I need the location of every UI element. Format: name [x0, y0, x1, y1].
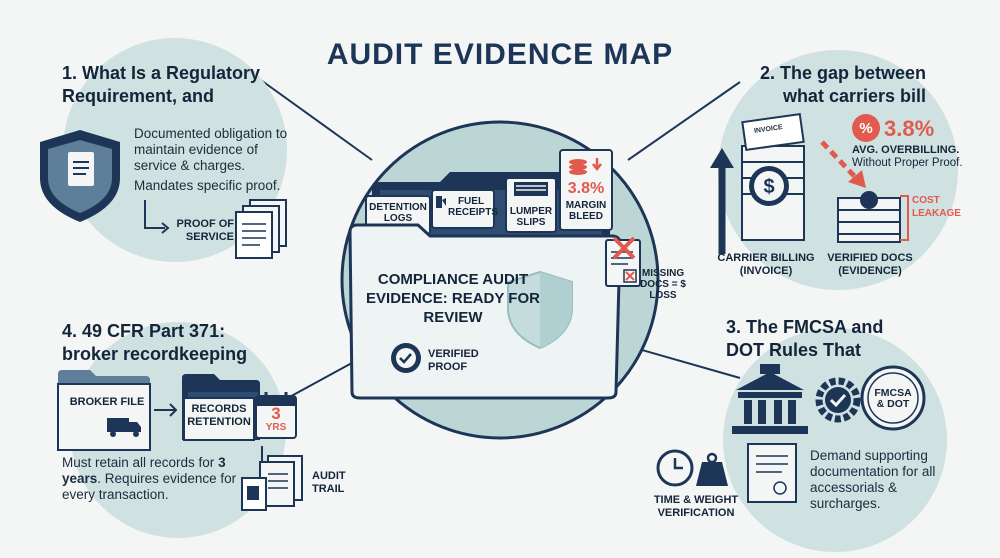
carrier-billing-label: CARRIER BILLING (INVOICE)	[717, 252, 815, 277]
section1-description: Documented obligation to maintain eviden…	[134, 126, 288, 173]
time-weight-label: TIME & WEIGHT VERIFICATION	[653, 494, 739, 519]
stopwatch-icon	[656, 449, 694, 487]
fmcsa-seal-icon	[860, 365, 926, 431]
tab-fuel-receipts: FUEL RECEIPTS	[448, 196, 499, 218]
records-folder-icon	[182, 374, 260, 441]
retention-years-unit: YRS	[265, 422, 287, 433]
section1-note: Mandates specific proof.	[134, 178, 281, 193]
overbilling-label: AVG. OVERBILLING.	[852, 144, 960, 156]
section4-description: Must retain all records for 3 years. Req…	[62, 455, 240, 503]
government-building-icon	[732, 364, 808, 434]
margin-bleed-value: 3.8%	[567, 180, 605, 197]
section4-heading-line2: broker recordkeeping	[62, 344, 248, 364]
broker-folder-icon	[57, 370, 151, 451]
check-gear-icon	[815, 377, 861, 423]
scroll-document-icon	[747, 443, 797, 503]
section3-heading: 3. The FMCSA and DOT Rules That	[726, 316, 936, 362]
section2-heading-line2: what carriers bill	[782, 86, 926, 106]
invoice-stack-icon	[741, 112, 805, 241]
folder-title: COMPLIANCE AUDIT EVIDENCE: READY FOR REV…	[366, 271, 540, 326]
section2-heading-line1: 2. The gap between	[759, 63, 926, 83]
section4-desc-bold: 3 years	[62, 455, 226, 486]
verified-docs-label: VERIFIED DOCS (EVIDENCE)	[827, 252, 913, 277]
cost-leakage-label: COST LEAKAGE	[912, 195, 961, 219]
fmcsa-badge-label: FMCSA & DOT	[874, 387, 912, 410]
tab-detention-logs: DETENTION LOGS	[369, 202, 427, 224]
overbilling-note: Without Proper Proof.	[852, 157, 963, 169]
audit-trail-label: AUDIT TRAIL	[312, 470, 346, 495]
section4-heading: 4. 49 CFR Part 371: broker recordkeeping	[62, 320, 292, 366]
overbilling-value: 3.8%	[884, 116, 935, 141]
percent-badge-icon	[852, 114, 880, 142]
section4-desc-start: Must retain all records for	[62, 455, 215, 470]
section4-desc-end: . Requires evidence for every transactio…	[62, 471, 237, 502]
broker-file-label: BROKER FILE	[69, 396, 145, 408]
shield-document-icon	[40, 130, 120, 222]
missing-docs-label: MISSING DOCS = $ LOSS	[640, 268, 686, 301]
weight-icon	[696, 452, 728, 486]
dollar-sign-icon: $	[763, 176, 774, 198]
proof-arrow	[144, 200, 165, 229]
dashed-arrow-head	[848, 170, 866, 188]
section3-heading-line1: 3. The FMCSA and	[726, 317, 884, 337]
section1-heading: 1. What Is a Regulatory Requirement, and	[62, 62, 274, 108]
verified-docs-stack-icon	[837, 191, 909, 243]
percent-icon: %	[859, 120, 872, 137]
section4-heading-line1: 4. 49 CFR Part 371:	[62, 321, 226, 341]
records-retention-label: RECORDS RETENTION	[187, 403, 251, 428]
section3-heading-line2: DOT Rules That	[726, 340, 862, 360]
flow-arrow	[154, 403, 178, 417]
proof-of-service-label: PROOF OF SERVICE	[176, 218, 234, 243]
section2-heading: 2. The gap between what carriers bill	[720, 62, 926, 108]
retention-years-number: 3	[271, 404, 281, 423]
page-title: AUDIT EVIDENCE MAP	[326, 38, 674, 71]
verified-proof-label: VERIFIED PROOF	[428, 348, 479, 373]
margin-bleed-label: MARGIN BLEED	[565, 200, 607, 222]
dashed-arrow	[820, 140, 860, 182]
documents-stack-icon	[235, 199, 287, 259]
audit-trail-docs-icon	[241, 455, 303, 511]
calendar-icon	[255, 392, 297, 439]
proof-arrow-head	[161, 222, 170, 234]
up-arrow-icon	[710, 148, 734, 254]
tab-lumper-slips: LUMPER SLIPS	[509, 206, 553, 228]
section1-heading-line2: Requirement, and	[62, 86, 215, 106]
section3-description: Demand supporting documentation for all …	[810, 448, 936, 511]
evidence-folder-icon	[348, 149, 641, 400]
section1-heading-line1: 1. What Is a Regulatory	[62, 63, 261, 83]
